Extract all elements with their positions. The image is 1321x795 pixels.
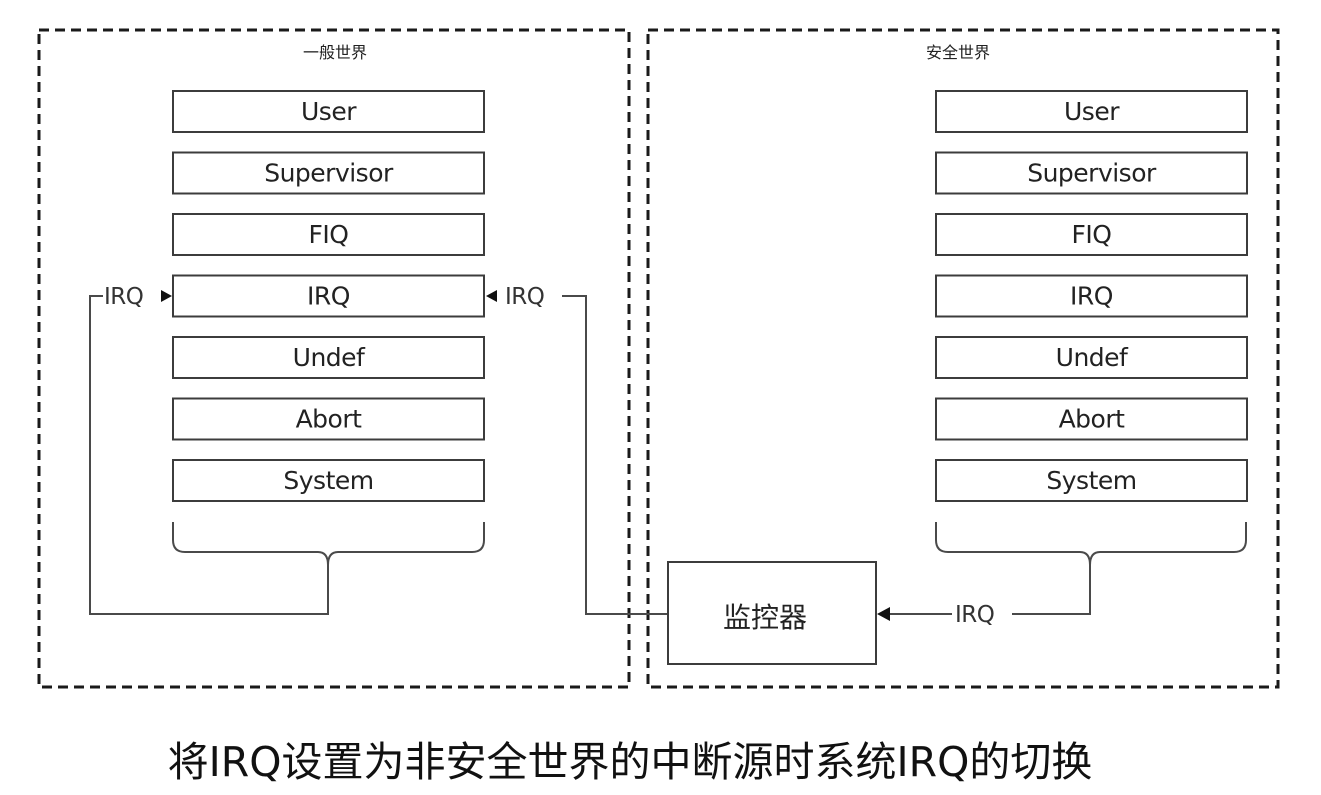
secure-mode-box-user: [935, 90, 1248, 133]
secure-mode-label-supervisor: Supervisor: [1027, 159, 1157, 188]
irq-label-secure: IRQ: [955, 602, 994, 628]
normal-mode-label-system: System: [283, 466, 373, 495]
normal-mode-box-supervisor: [172, 151, 485, 195]
normal-mode-label-user: User: [301, 97, 357, 126]
irq-label-normal-right: IRQ: [505, 284, 544, 310]
secure-mode-box-undef: [935, 336, 1248, 379]
normal-mode-box-undef: [172, 336, 485, 379]
secure-mode-label-system: System: [1046, 466, 1136, 495]
monitor-box: [667, 561, 877, 665]
secure-mode-box-supervisor: [935, 151, 1248, 195]
normal-world-brace: [172, 522, 485, 566]
secure-mode-label-fiq: FIQ: [1072, 220, 1112, 249]
secure-mode-label-user: User: [1064, 97, 1120, 126]
secure-mode-box-irq: [935, 274, 1248, 318]
irq-wire-secure-to-monitor-a: [1012, 565, 1091, 615]
normal-mode-label-fiq: FIQ: [309, 220, 349, 249]
normal-mode-box-fiq: [172, 213, 485, 256]
irq-arrow-monitor-icon: [877, 607, 890, 621]
normal-mode-label-irq: IRQ: [307, 282, 350, 311]
irq-loop-wire-left: [89, 295, 329, 615]
secure-world-brace: [935, 522, 1247, 566]
normal-mode-box-irq: [172, 274, 485, 318]
secure-mode-box-abort: [935, 397, 1248, 441]
irq-arrow-right-icon: [486, 290, 497, 302]
normal-world-title: 一般世界: [303, 43, 367, 62]
normal-mode-label-supervisor: Supervisor: [264, 159, 394, 188]
secure-mode-box-system: [935, 459, 1248, 502]
secure-mode-box-fiq: [935, 213, 1248, 256]
normal-mode-box-user: [172, 90, 485, 133]
normal-world-frame: [37, 28, 631, 689]
monitor-label: 监控器: [723, 601, 807, 634]
normal-mode-label-undef: Undef: [293, 343, 366, 372]
secure-world-frame: [646, 28, 1280, 689]
secure-mode-label-abort: Abort: [1059, 405, 1126, 434]
normal-mode-box-system: [172, 459, 485, 502]
irq-arrow-left-icon: [161, 290, 172, 302]
irq-label-left: IRQ: [104, 284, 143, 310]
figure-caption: 将IRQ设置为非安全世界的中断源时系统IRQ的切换: [167, 738, 1093, 786]
normal-mode-label-abort: Abort: [296, 405, 363, 434]
irq-wire-monitor-to-normal: [562, 295, 668, 615]
secure-world-title: 安全世界: [926, 43, 990, 62]
secure-mode-label-undef: Undef: [1056, 343, 1129, 372]
secure-mode-label-irq: IRQ: [1070, 282, 1113, 311]
normal-mode-box-abort: [172, 397, 485, 441]
